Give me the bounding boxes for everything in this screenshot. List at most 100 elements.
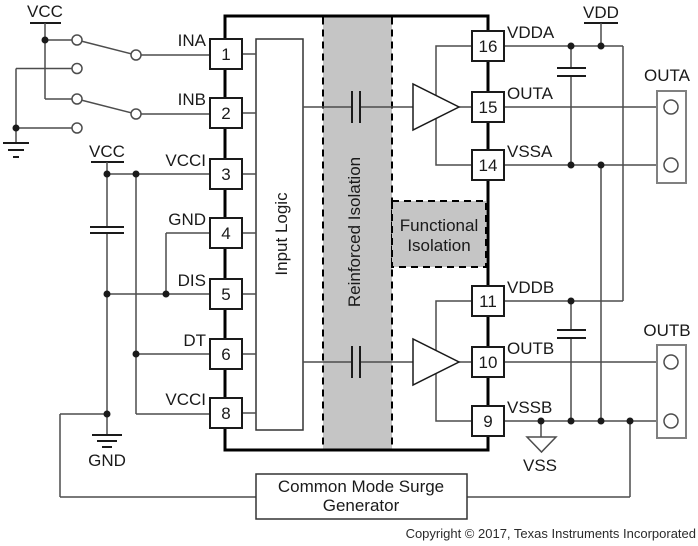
pin-box-15: [471, 91, 505, 123]
vcc-top-label: VCC: [27, 2, 63, 21]
isolation-capacitor-a-icon: [351, 91, 361, 123]
gnd-bottom-label: GND: [88, 451, 126, 470]
reinforced-isolation-label: Reinforced Isolation: [345, 157, 364, 307]
pin-number-4: 4: [221, 224, 230, 243]
vss-label: VSS: [523, 456, 557, 475]
pin-label-inb: INB: [178, 90, 206, 109]
junction-dot: [41, 36, 49, 44]
pin-box-8: [209, 397, 243, 429]
junction-dot: [567, 161, 575, 169]
switch-a-throw-vcc-icon: [71, 34, 83, 46]
pin-number-3: 3: [221, 165, 230, 184]
outb-terminal-bottom-icon: [663, 413, 679, 429]
pin-label-dt: DT: [183, 331, 206, 350]
capacitor-a-right-icon: [557, 67, 586, 77]
pin-box-4: [209, 217, 243, 249]
earth-ground-left-icon: [3, 142, 29, 158]
driver-b-triangle-icon: [412, 337, 461, 387]
switch-b-throw-vcc-icon: [71, 93, 83, 105]
pin-box-14: [471, 149, 505, 181]
functional-isolation-dashed-border: [391, 200, 487, 268]
switch-b-throw-gnd-icon: [71, 122, 83, 134]
input-switches: [71, 34, 142, 134]
pin-label-ina: INA: [178, 31, 207, 50]
pin-number-2: 2: [221, 104, 230, 123]
pin-number-5: 5: [221, 285, 230, 304]
capacitor-left-icon: [90, 226, 124, 234]
reinforced-isolation-band: [323, 17, 392, 449]
ground-bottom-icon: [92, 434, 122, 448]
functional-isolation-label-line1: Functional: [400, 216, 478, 235]
junction-dot: [567, 417, 575, 425]
pin-number-16: 16: [479, 37, 498, 56]
outa-terminal-bottom-icon: [663, 157, 679, 173]
left-pin-boxes: [209, 38, 243, 429]
pin-label-vssa: VSSA: [507, 142, 553, 161]
pin-number-1: 1: [221, 45, 230, 64]
left-input-wires: [15, 23, 256, 498]
junction-dot: [132, 350, 140, 358]
junction-dot: [103, 410, 111, 418]
junction-dot: [12, 124, 20, 132]
pin-label-vcci-8: VCCI: [165, 390, 206, 409]
vcc-mid-label: VCC: [89, 142, 125, 161]
switch-b-pole-icon: [130, 108, 142, 120]
junction-dot: [567, 297, 575, 305]
pin-label-vcci-3: VCCI: [165, 151, 206, 170]
pin-label-vddb: VDDB: [507, 278, 554, 297]
right-pin-boxes: [471, 30, 505, 437]
junction-dot: [626, 417, 634, 425]
pin-number-14: 14: [479, 156, 498, 175]
pin-number-9: 9: [483, 412, 492, 431]
junction-dot: [567, 42, 575, 50]
junction-dot: [103, 290, 111, 298]
junction-dot: [597, 161, 605, 169]
input-logic-label: Input Logic: [272, 192, 291, 276]
junction-dot: [132, 170, 140, 178]
pin-box-10: [471, 346, 505, 378]
pin-number-11: 11: [479, 292, 497, 311]
functional-isolation-label-line2: Isolation: [407, 236, 470, 255]
vdd-label: VDD: [583, 3, 619, 22]
vss-triangle-ground-icon: [525, 436, 558, 454]
input-logic-box: [255, 38, 304, 431]
copyright-text: Copyright © 2017, Texas Instruments Inco…: [406, 526, 696, 541]
pin-number-8: 8: [221, 404, 230, 423]
pin-box-6: [209, 338, 243, 370]
pin-label-gnd: GND: [168, 210, 206, 229]
switch-a-throw-gnd-icon: [71, 62, 83, 75]
junction-dots: [12, 36, 634, 425]
pin-stub-wires: [242, 53, 256, 414]
functional-isolation-box: [392, 201, 486, 267]
pin-label-dis: DIS: [178, 271, 206, 290]
pin-box-16: [471, 30, 505, 62]
junction-dot: [103, 170, 111, 178]
pin-box-2: [209, 97, 243, 129]
outb-terminal-top-icon: [663, 354, 679, 370]
outb-connector-label: OUTB: [643, 321, 690, 340]
junction-dot: [597, 417, 605, 425]
right-output-wires: [467, 23, 664, 498]
driver-a-triangle-icon: [412, 82, 461, 132]
pin-box-3: [209, 158, 243, 190]
pin-number-6: 6: [221, 345, 230, 364]
junction-dot: [162, 290, 170, 298]
surge-generator-label-line2: Generator: [323, 496, 400, 515]
pin-box-1: [209, 38, 243, 70]
pin-label-outa: OUTA: [507, 84, 554, 103]
switch-a-pole-icon: [130, 49, 142, 61]
pin-number-10: 10: [479, 353, 498, 372]
isolation-capacitor-b-icon: [351, 346, 361, 378]
outa-terminal-top-icon: [663, 99, 679, 115]
pin-label-outb: OUTB: [507, 339, 554, 358]
pin-box-11: [471, 285, 505, 317]
surge-generator-box: [255, 473, 468, 520]
outa-connector-label: OUTA: [644, 66, 691, 85]
pin-label-vdda: VDDA: [507, 23, 555, 42]
pin-number-15: 15: [479, 98, 498, 117]
pin-box-5: [209, 278, 243, 310]
pin-box-9: [471, 405, 505, 437]
surge-generator-label-line1: Common Mode Surge: [278, 477, 444, 496]
